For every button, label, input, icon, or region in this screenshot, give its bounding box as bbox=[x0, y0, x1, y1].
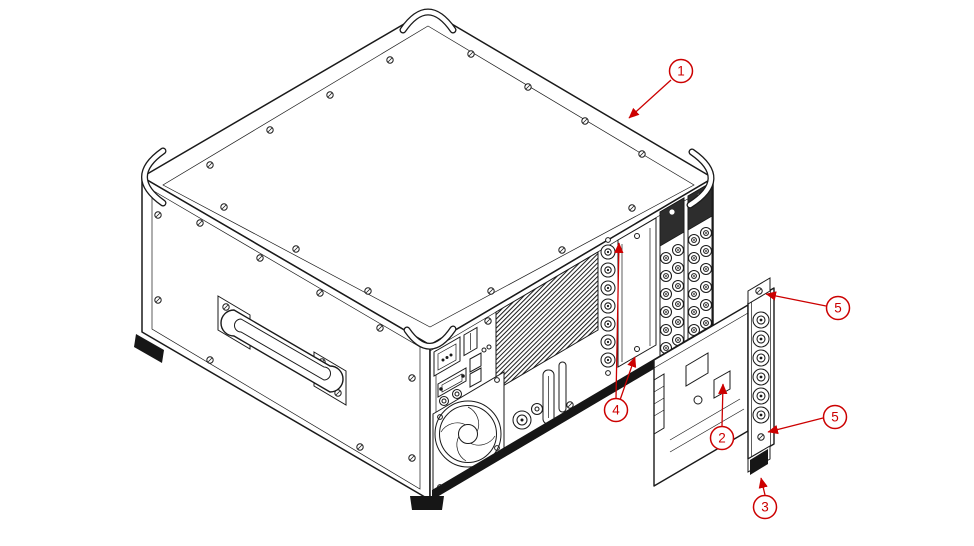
pcb-components bbox=[669, 352, 745, 453]
panel-bottom-screw bbox=[757, 433, 765, 441]
vent-grille bbox=[495, 251, 599, 391]
callout-circle bbox=[709, 425, 735, 451]
bottom-skid bbox=[432, 324, 713, 500]
callout-arrow bbox=[718, 383, 728, 427]
power-switch bbox=[463, 326, 478, 357]
callout-arrow bbox=[619, 356, 637, 401]
installed-module-b bbox=[687, 181, 713, 344]
callout-number: 2 bbox=[718, 431, 726, 446]
callout-circle bbox=[603, 397, 629, 423]
callout-arrow bbox=[758, 477, 768, 496]
panel-top-bracket bbox=[747, 277, 771, 305]
callout-number: 5 bbox=[831, 410, 839, 425]
audio-jacks bbox=[438, 388, 463, 407]
callout-circle bbox=[825, 295, 851, 321]
carry-handle bbox=[217, 295, 347, 406]
callout-arrow bbox=[765, 291, 827, 307]
callout-number: 5 bbox=[834, 301, 842, 316]
status-leds bbox=[481, 344, 492, 353]
card-edge-connector bbox=[653, 373, 665, 435]
callout-circle bbox=[752, 494, 778, 520]
dsub-connector bbox=[437, 367, 467, 398]
callout-3: 3 bbox=[752, 477, 778, 520]
callout-5: 5 bbox=[765, 291, 851, 321]
callout-4: 4 bbox=[603, 242, 637, 423]
callout-5: 5 bbox=[767, 404, 848, 435]
power-inlet bbox=[433, 336, 461, 377]
callout-arrow bbox=[614, 242, 624, 399]
handle-grip bbox=[220, 309, 344, 393]
callout-number: 4 bbox=[612, 403, 620, 418]
callout-2: 2 bbox=[709, 383, 735, 451]
callout-circle bbox=[668, 58, 694, 84]
callouts-layer: 1 5 5 2 3 4 bbox=[603, 58, 851, 520]
callout-arrow bbox=[628, 79, 672, 119]
usb-ports bbox=[469, 352, 482, 388]
chassis bbox=[134, 8, 715, 510]
callout-number: 1 bbox=[677, 64, 685, 79]
aux-connector bbox=[512, 402, 544, 430]
callout-arrow bbox=[767, 417, 824, 435]
corner-bumpers bbox=[141, 8, 715, 350]
callout-circle bbox=[822, 404, 848, 430]
panel-bottom-bracket bbox=[747, 445, 771, 475]
chassis-feet bbox=[134, 334, 444, 510]
chassis-rear-panel bbox=[429, 177, 714, 501]
installed-module-a bbox=[659, 197, 685, 360]
empty-module-slot bbox=[617, 217, 657, 368]
callout-1: 1 bbox=[628, 58, 694, 119]
module-front-panel bbox=[747, 277, 775, 475]
expansion-slots bbox=[542, 361, 567, 425]
callout-number: 3 bbox=[761, 500, 769, 515]
